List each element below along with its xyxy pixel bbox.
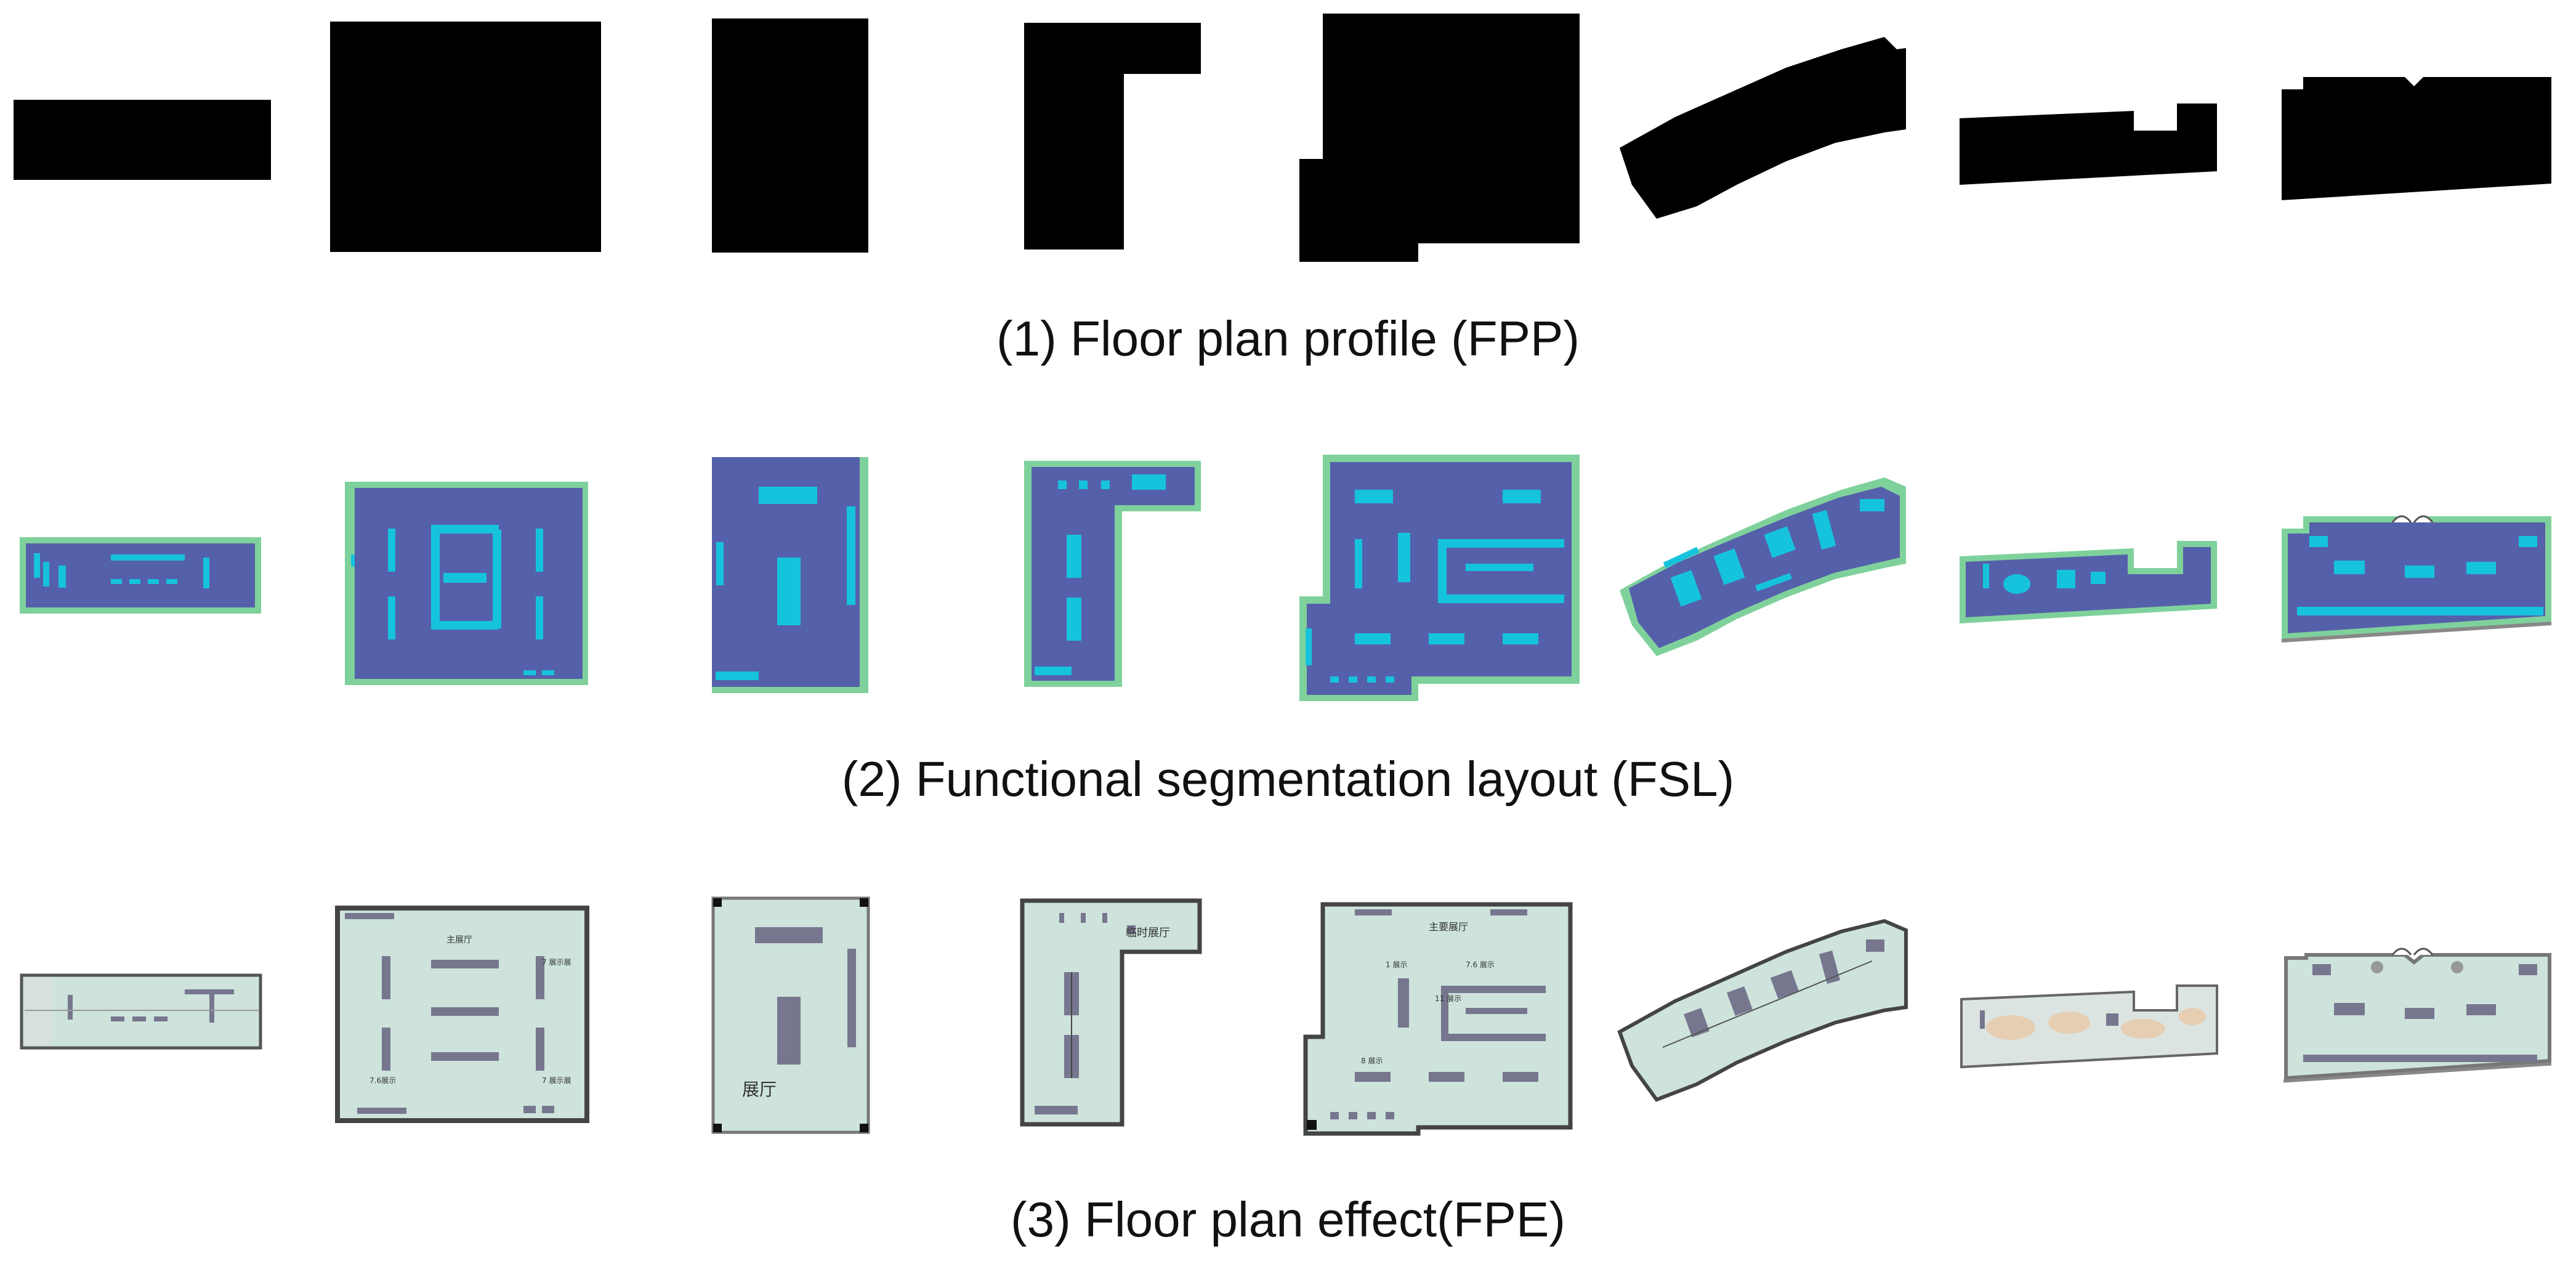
fpe-row: 主展厅 7 展示展 7.6展示 7 展示展 展厅 临时展厅 [20, 896, 2552, 1136]
fpe-plan-6 [1617, 919, 1908, 1102]
fpe-plan4-label: 临时展厅 [1126, 927, 1170, 939]
fpp-caption: (1) Floor plan profile (FPP) [996, 311, 1580, 366]
fpp-row [14, 14, 2551, 262]
fpp-shape-1 [14, 100, 271, 180]
fsl-plan-2 [345, 482, 588, 685]
fpe-caption: (3) Floor plan effect(FPE) [1010, 1192, 1566, 1247]
fsl-plan-7 [1960, 541, 2217, 623]
fpp-shape-5 [1299, 14, 1580, 262]
fsl-plan-1 [20, 537, 261, 614]
fsl-plan-5 [1299, 455, 1580, 701]
fpe-plan-1 [20, 973, 262, 1050]
fpe-plan-7 [1960, 984, 2218, 1069]
fpe-plan5-label-mid3: 11 展示 [1435, 994, 1461, 1003]
fpe-plan2-label-left-bottom: 7.6展示 [369, 1076, 396, 1085]
fpe-plan-5: 主要展厅 1 展示 7.6 展示 11 展示 8 展示 [1303, 902, 1573, 1136]
fpe-plan-2: 主展厅 7 展示展 7.6展示 7 展示展 [335, 906, 589, 1123]
fsl-plan-6 [1620, 477, 1906, 656]
fpp-shape-3 [712, 18, 868, 253]
fpe-plan-8 [2283, 947, 2552, 1083]
fsl-plan-4 [1024, 461, 1201, 687]
fpp-shape-4 [1024, 23, 1201, 250]
fsl-plan-3 [712, 457, 868, 693]
fpe-plan-3: 展厅 [711, 896, 870, 1134]
fpp-shape-6 [1620, 37, 1906, 219]
fpp-shape-8 [2282, 77, 2551, 200]
fpp-shape-7 [1960, 103, 2217, 185]
fsl-plan-8 [2281, 515, 2552, 643]
fpe-plan2-label-right-bottom: 7 展示展 [542, 1076, 571, 1085]
fsl-row [20, 455, 2552, 701]
fpe-plan2-label-top: 主展厅 [446, 935, 472, 945]
fpp-shape-2 [330, 22, 601, 252]
fpe-plan5-label-top: 主要展厅 [1429, 921, 1468, 933]
fpe-plan5-label-mid2: 7.6 展示 [1466, 960, 1495, 969]
fsl-caption: (2) Functional segmentation layout (FSL) [841, 752, 1735, 806]
fpe-plan2-label-right-top: 7 展示展 [542, 958, 571, 967]
fpe-plan5-label-bottom: 8 展示 [1361, 1057, 1383, 1065]
fpe-plan-4: 临时展厅 [1020, 898, 1202, 1127]
fpe-plan5-label-mid1: 1 展示 [1386, 960, 1407, 969]
fpe-plan3-label: 展厅 [742, 1079, 777, 1100]
